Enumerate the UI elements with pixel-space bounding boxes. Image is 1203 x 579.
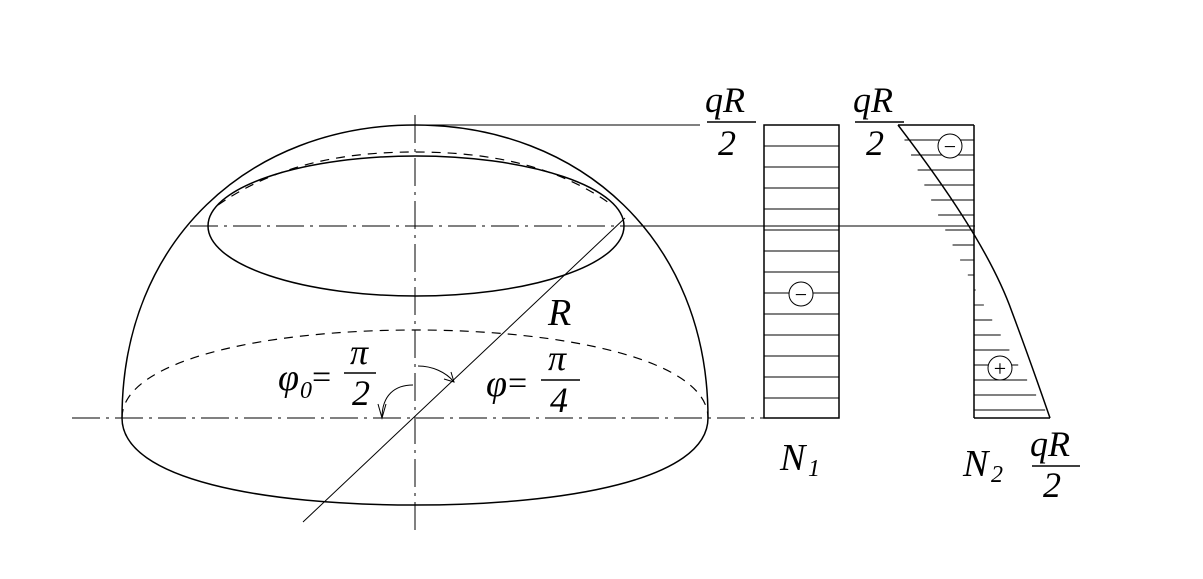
angle-marks: [377, 365, 455, 420]
n1-hatching: [764, 145, 839, 399]
svg-text:φ: φ: [278, 357, 299, 399]
svg-text:=: =: [508, 365, 527, 402]
n2-sign-top-circle: [937, 133, 963, 159]
n1-sign: −: [795, 282, 807, 307]
phi-label: φ = π 4: [486, 338, 580, 420]
svg-text:qR: qR: [1030, 424, 1070, 464]
svg-text:4: 4: [550, 380, 568, 420]
svg-text:π: π: [350, 332, 369, 372]
n1-top-value: qR 2: [705, 80, 756, 163]
svg-text:π: π: [548, 338, 567, 378]
svg-text:N: N: [779, 437, 808, 479]
phi0-label: φ 0 = π 2: [278, 332, 376, 413]
cap-back-curve: [217, 151, 613, 206]
svg-text:qR: qR: [705, 80, 745, 120]
svg-text:2: 2: [866, 123, 884, 163]
svg-text:2: 2: [1043, 465, 1061, 505]
svg-text:1: 1: [808, 456, 820, 482]
n2-label: N 2: [962, 443, 1003, 488]
svg-text:2: 2: [991, 462, 1003, 488]
n2-bottom-value: qR 2: [1030, 424, 1080, 505]
projection-lines: [415, 124, 975, 227]
radius-label: R: [547, 292, 571, 334]
n2-hatching: [904, 139, 1046, 411]
n1-rectangle: [763, 124, 840, 419]
n2-diagram: − + qR 2 qR 2 N 2: [853, 80, 1080, 505]
n2-sign-bottom-circle: [987, 355, 1013, 381]
phi0-arrow: [377, 403, 387, 420]
n1-diagram: − qR 2 N 1: [705, 80, 840, 482]
axes: [72, 115, 765, 530]
phi-arrow: [443, 371, 455, 383]
svg-text:N: N: [962, 443, 991, 485]
svg-text:φ: φ: [486, 363, 507, 405]
svg-text:qR: qR: [853, 80, 893, 120]
n1-sign-circle: [788, 281, 814, 307]
svg-text:=: =: [312, 359, 331, 396]
radius-line: [302, 217, 626, 523]
svg-text:0: 0: [300, 378, 312, 404]
svg-text:2: 2: [718, 123, 736, 163]
svg-text:2: 2: [352, 373, 370, 413]
n2-top-value: qR 2: [853, 80, 904, 163]
n1-label: N 1: [779, 437, 820, 482]
phi0-arc: [381, 384, 414, 419]
n2-sign-bottom: +: [994, 356, 1006, 381]
n2-sign-top: −: [944, 134, 956, 159]
phi-arc: [417, 365, 455, 383]
n2-curve: [897, 124, 1051, 419]
